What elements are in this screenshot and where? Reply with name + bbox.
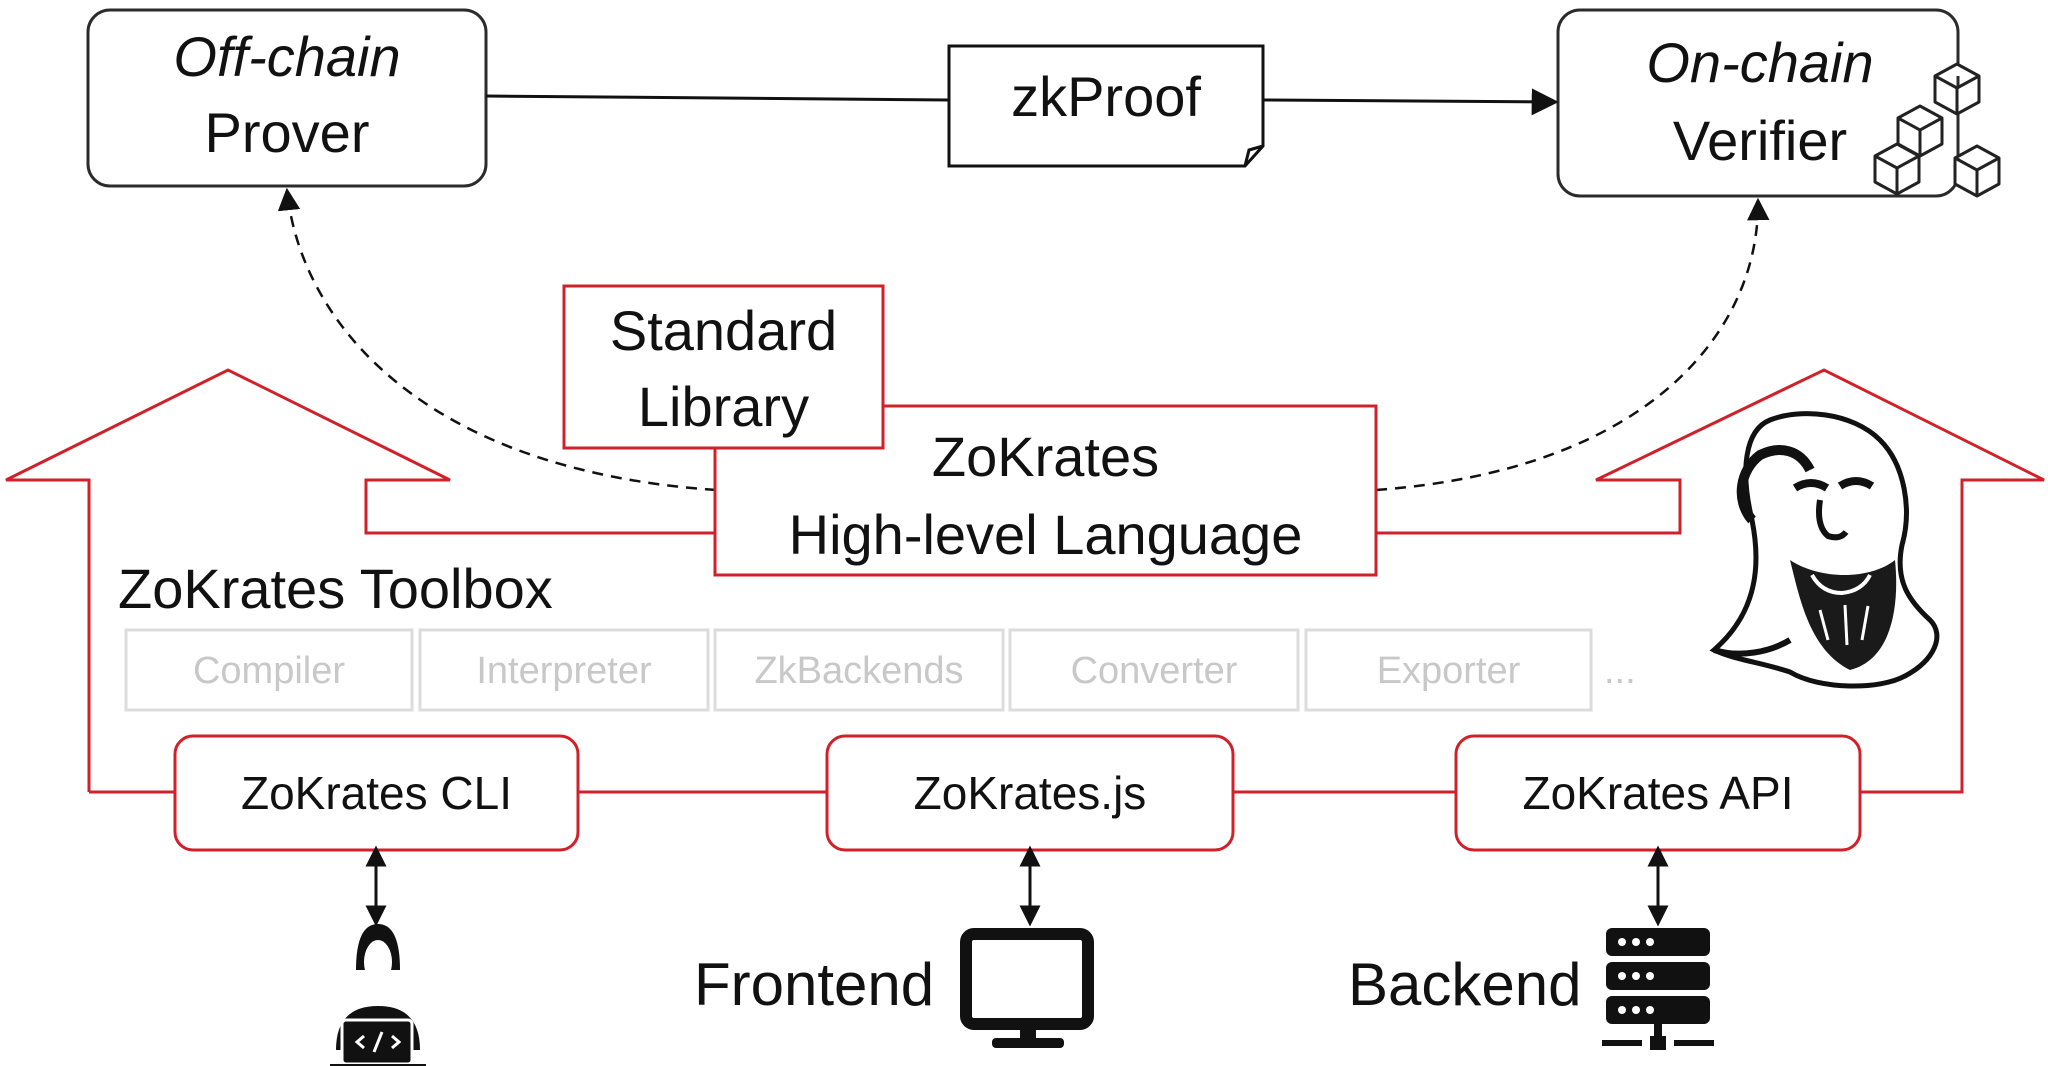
stdlib-line1: Standard <box>609 299 838 362</box>
dashed-arrow-to-verifier <box>1375 197 1770 492</box>
js-label: ZoKrates.js <box>913 767 1147 819</box>
dashed-arrow-to-prover <box>277 187 717 492</box>
blockchain-cubes-icon <box>1873 62 2001 198</box>
monitor-icon <box>960 928 1094 1048</box>
zkproof-label: zkProof <box>1011 65 1201 128</box>
component-zkbackends: ZkBackends <box>754 650 964 692</box>
cli-label: ZoKrates CLI <box>241 767 512 819</box>
component-interpreter: Interpreter <box>476 650 652 692</box>
stdlib-box <box>562 284 885 450</box>
prover-subtitle: Prover <box>204 101 370 164</box>
frontend-label: Frontend <box>694 951 935 1018</box>
prover-to-proof-line <box>485 94 950 102</box>
zkproof-document <box>947 44 1265 168</box>
component-compiler: Compiler <box>192 650 346 692</box>
toolbox-title: ZoKrates Toolbox <box>118 557 553 620</box>
proof-to-verifier-arrow <box>1262 88 1559 116</box>
api-label: ZoKrates API <box>1522 767 1794 819</box>
server-icon <box>1602 928 1714 1050</box>
developer-icon <box>330 924 426 1066</box>
component-more: ... <box>1604 650 1636 692</box>
verifier-subtitle: Verifier <box>1672 109 1848 172</box>
component-converter: Converter <box>1070 650 1238 692</box>
verifier-title: On-chain <box>1646 31 1874 94</box>
socrates-head-icon <box>1709 411 1940 689</box>
language-line2: High-level Language <box>788 503 1303 566</box>
prover-title: Off-chain <box>173 25 401 88</box>
backend-label: Backend <box>1348 951 1582 1018</box>
language-box <box>713 404 1378 577</box>
stdlib-line2: Library <box>637 375 810 438</box>
component-exporter: Exporter <box>1376 650 1521 692</box>
language-line1: ZoKrates <box>931 425 1160 488</box>
toolbox-outline <box>5 368 2045 794</box>
prover-box <box>86 8 488 188</box>
toolbox-components <box>124 628 1593 712</box>
